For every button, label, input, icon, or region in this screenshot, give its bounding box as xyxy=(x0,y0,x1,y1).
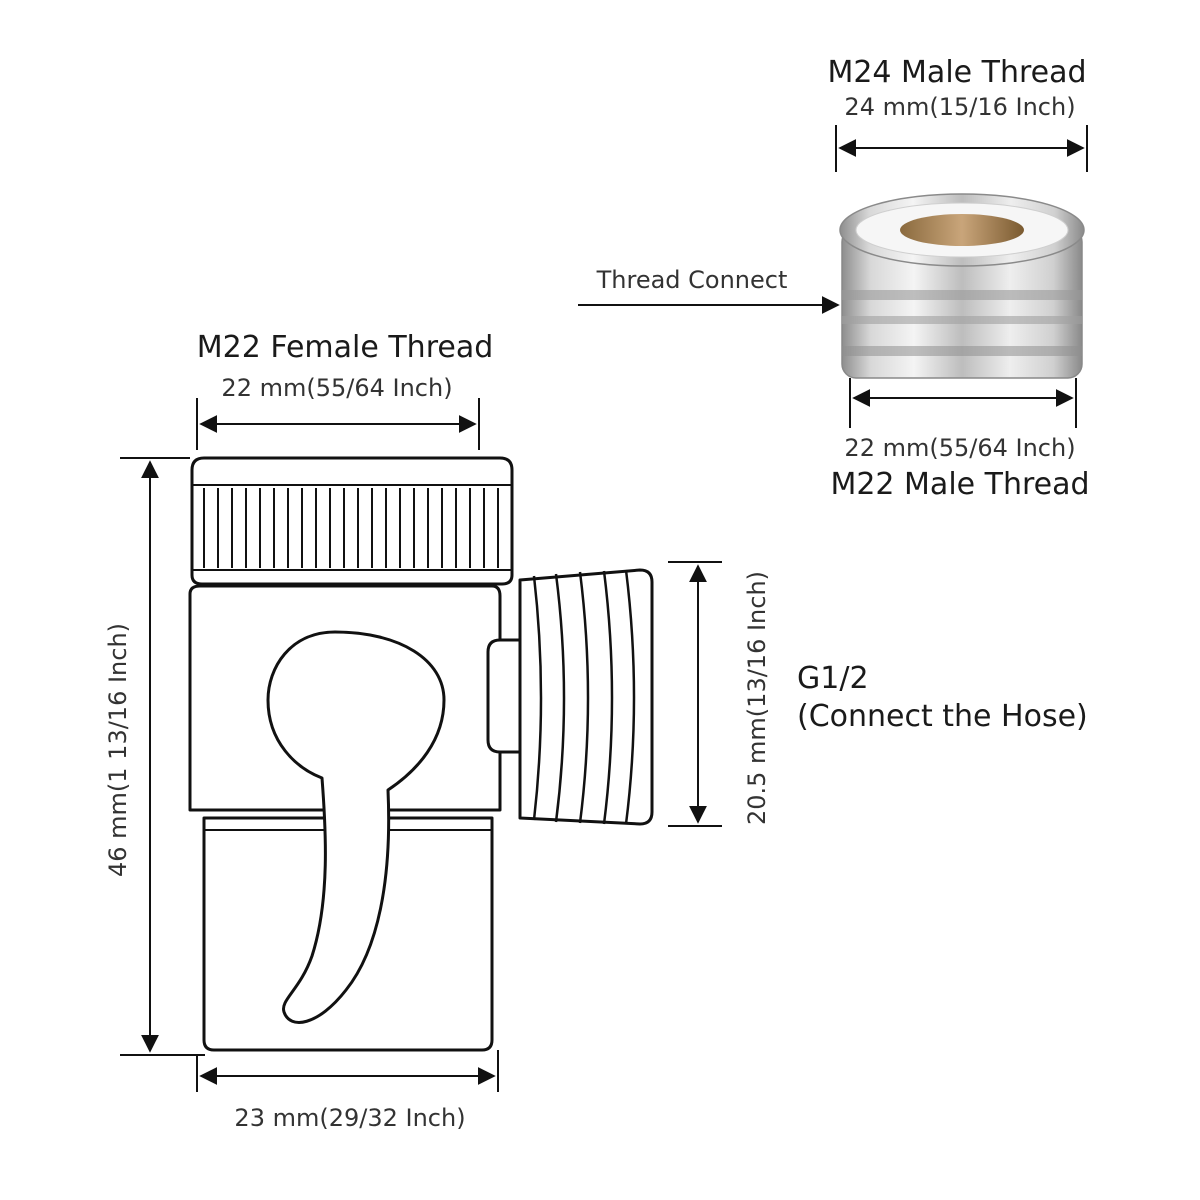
m22-female-thread-dimension: 22 mm(55/64 Inch) xyxy=(221,374,452,402)
width-dimension-line xyxy=(196,1050,499,1092)
m24-thread-dimension: 24 mm(15/16 Inch) xyxy=(844,93,1075,121)
m24-dimension-line xyxy=(835,125,1088,172)
outlet-height-dimension: 20.5 mm(13/16 Inch) xyxy=(743,571,771,825)
connect-hose-note: (Connect the Hose) xyxy=(797,699,1088,734)
g12-outlet-label: G1/2 xyxy=(797,661,869,696)
knurled-nut xyxy=(190,456,514,586)
female-thread-dimension-line xyxy=(196,398,480,450)
m22-male-thread-label: M22 Male Thread xyxy=(830,467,1089,502)
m24-male-thread-label: M24 Male Thread xyxy=(827,55,1086,90)
valve-lever-handle xyxy=(266,630,446,1024)
diverter-valve: M22 Female Thread 22 mm(55/64 Inch) xyxy=(104,330,1088,1132)
top-adapter: M24 Male Thread 24 mm(15/16 Inch) Thread… xyxy=(578,55,1090,502)
adapter-image xyxy=(839,193,1085,379)
m22-female-thread-label: M22 Female Thread xyxy=(197,330,494,365)
m22-male-dimension-line xyxy=(849,378,1077,428)
thread-connect-label: Thread Connect xyxy=(596,266,788,294)
outlet-dimension-line xyxy=(668,561,722,827)
m22-male-thread-dimension: 22 mm(55/64 Inch) xyxy=(844,434,1075,462)
hose-outlet xyxy=(486,568,654,826)
width-dimension: 23 mm(29/32 Inch) xyxy=(234,1104,465,1132)
height-dimension-line xyxy=(120,457,205,1056)
height-dimension: 46 mm(1 13/16 Inch) xyxy=(104,623,132,877)
